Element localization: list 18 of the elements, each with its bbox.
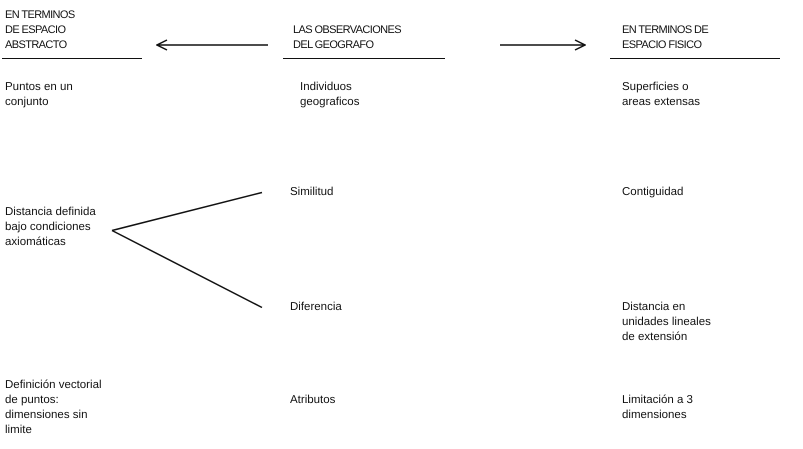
column-heading: LAS OBSERVACIONES DEL GEOGRAFO — [283, 23, 445, 59]
concept-text: Similitud — [262, 185, 352, 200]
concept-text: Puntos en un conjunto — [5, 80, 74, 110]
concept-text: Individuos geograficos — [300, 80, 360, 110]
arrow — [156, 39, 268, 51]
concept-text: Atributos — [290, 393, 336, 408]
concept-text: Distancia definida bajo condiciones axiomáticas — [5, 205, 110, 250]
column-heading: EN TERMINOS DE ESPACIO FISICO — [610, 23, 780, 59]
column-heading: EN TERMINOS DE ESPACIO ABSTRACTO — [2, 8, 142, 59]
concept-text: Superficies o areas extensas — [622, 80, 701, 110]
concept-text: Limitación a 3 dimensiones — [622, 393, 694, 423]
concept-text: Contiguidad — [622, 185, 684, 200]
connector-line — [112, 192, 262, 232]
concept-text: Distancia en unidades lineales de extensión — [622, 300, 712, 345]
concept-text: Diferencia — [262, 300, 362, 315]
concept-text: Definición vectorial de puntos: dimensiones sin limite — [5, 378, 103, 438]
connector-line — [112, 230, 262, 308]
arrow — [500, 39, 586, 51]
